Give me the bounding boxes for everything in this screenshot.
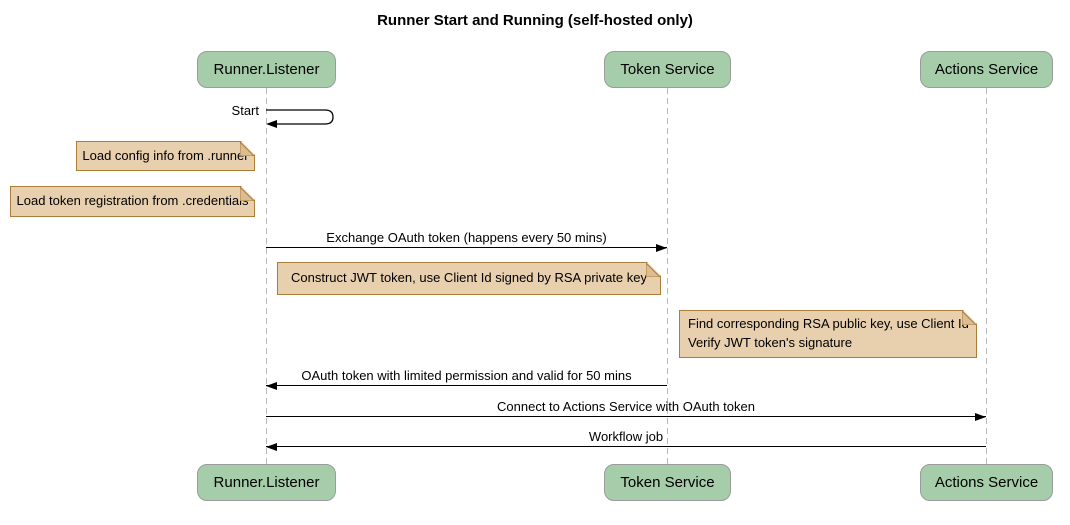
self-message-loop-arrow <box>266 109 334 128</box>
participant-label: Runner.Listener <box>213 474 320 491</box>
lifeline-runner-listener <box>266 88 267 464</box>
participant-token-service-bottom: Token Service <box>604 464 731 501</box>
message-line <box>266 385 667 386</box>
participant-actions-service-top: Actions Service <box>920 51 1053 88</box>
note-verify-jwt: Find corresponding RSA public key, use C… <box>679 310 977 358</box>
diagram-title: Runner Start and Running (self-hosted on… <box>377 12 693 29</box>
lifeline-token-service <box>667 88 668 464</box>
lifeline-actions-service <box>986 88 987 464</box>
note-fold-icon <box>240 187 254 201</box>
note-fold-icon <box>646 263 660 277</box>
participant-label: Runner.Listener <box>213 61 320 78</box>
message-exchange-oauth: Exchange OAuth token (happens every 50 m… <box>266 228 667 252</box>
participant-runner-listener-top: Runner.Listener <box>197 51 336 88</box>
message-line <box>266 446 986 447</box>
note-construct-jwt: Construct JWT token, use Client Id signe… <box>277 262 661 295</box>
participant-token-service-top: Token Service <box>604 51 731 88</box>
participant-label: Actions Service <box>934 61 1039 78</box>
participant-label: Token Service <box>620 474 715 491</box>
message-label: Workflow job <box>588 429 664 444</box>
message-line <box>266 416 986 417</box>
message-oauth-token-return: OAuth token with limited permission and … <box>266 366 667 390</box>
participant-label: Token Service <box>620 61 715 78</box>
message-label: Exchange OAuth token (happens every 50 m… <box>326 230 607 245</box>
arrowhead-icon <box>656 244 667 252</box>
note-load-config: Load config info from .runner <box>76 141 255 171</box>
note-text: Load token registration from .credential… <box>16 193 249 209</box>
note-fold-icon <box>962 311 976 325</box>
arrowhead-icon <box>975 413 986 421</box>
participant-actions-service-bottom: Actions Service <box>920 464 1053 501</box>
participant-label: Actions Service <box>934 474 1039 491</box>
note-load-token-registration: Load token registration from .credential… <box>10 186 255 217</box>
arrowhead-icon <box>266 443 277 451</box>
note-text: Load config info from .runner <box>82 147 249 163</box>
message-connect-actions-service: Connect to Actions Service with OAuth to… <box>266 397 986 421</box>
note-fold-icon <box>240 142 254 156</box>
self-message-start-label: Start <box>231 103 259 118</box>
message-label: OAuth token with limited permission and … <box>301 368 632 383</box>
note-text: Find corresponding RSA public key, use C… <box>688 316 955 350</box>
arrowhead-icon <box>266 120 277 128</box>
arrowhead-icon <box>266 382 277 390</box>
message-line <box>266 247 667 248</box>
participant-runner-listener-bottom: Runner.Listener <box>197 464 336 501</box>
message-label: Connect to Actions Service with OAuth to… <box>497 399 755 414</box>
message-workflow-job: Workflow job <box>266 427 986 451</box>
note-text: Construct JWT token, use Client Id signe… <box>291 270 647 286</box>
